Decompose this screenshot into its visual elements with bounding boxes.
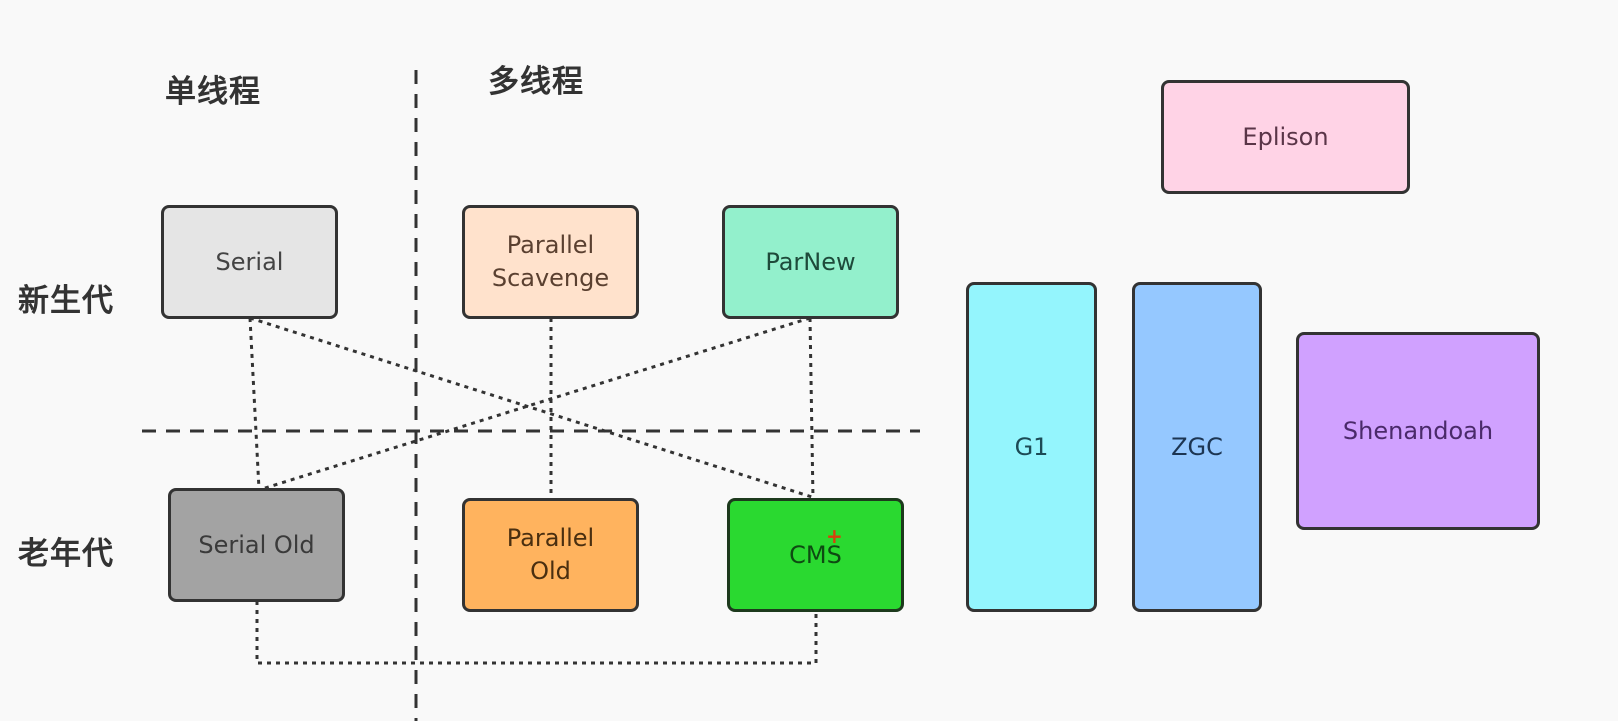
g1-box[interactable]: G1 [966, 282, 1097, 612]
serial-box[interactable]: Serial [161, 205, 338, 319]
g1-label: G1 [1014, 432, 1049, 461]
shenandoah-label: Shenandoah [1342, 416, 1494, 445]
zgc-box[interactable]: ZGC [1132, 282, 1262, 612]
cms-box[interactable]: CMS [727, 498, 904, 612]
zgc-label: ZGC [1171, 432, 1223, 461]
multi-thread-header: 多线程 [488, 64, 584, 100]
old-gen-header: 老年代 [18, 536, 114, 572]
parnew-label: ParNew [765, 247, 856, 276]
eplison-label: Eplison [1242, 122, 1329, 151]
shenandoah-box[interactable]: Shenandoah [1296, 332, 1540, 530]
cms-label: CMS [789, 540, 842, 569]
parallel-old-label: Parallel Old [506, 524, 595, 585]
connection-serial-serial-old [248, 317, 261, 490]
parallel-scavenge-label: Parallel Scavenge [491, 231, 610, 292]
parallel-old-box[interactable]: Parallel Old [462, 498, 639, 612]
connection-parnew-serial-old [261, 316, 811, 491]
cursor-marker-icon: + [826, 524, 843, 548]
connection-serial-old-cms [255, 601, 818, 665]
connection-parnew-cms [808, 317, 815, 500]
parallel-scavenge-box[interactable]: Parallel Scavenge [462, 205, 639, 319]
serial-label: Serial [215, 247, 284, 276]
eplison-box[interactable]: Eplison [1161, 80, 1410, 194]
serial-old-label: Serial Old [198, 530, 315, 559]
serial-old-box[interactable]: Serial Old [168, 488, 345, 602]
parnew-box[interactable]: ParNew [722, 205, 899, 319]
connection-serial-cms [249, 316, 813, 499]
single-thread-header: 单线程 [165, 74, 261, 110]
young-gen-header: 新生代 [18, 283, 114, 319]
